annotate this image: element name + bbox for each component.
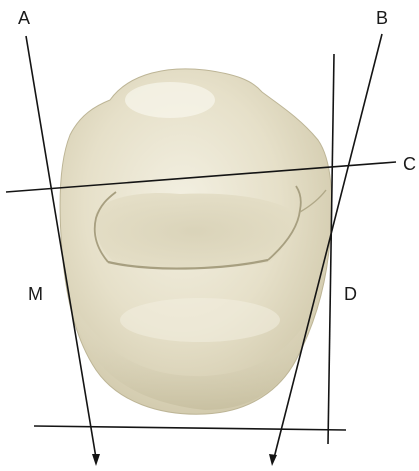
tooth-crown bbox=[60, 69, 332, 414]
central-fossa bbox=[95, 193, 293, 269]
arrowhead-b bbox=[269, 454, 277, 466]
label-d: D bbox=[344, 284, 357, 304]
cusp-highlight-2 bbox=[120, 298, 280, 342]
label-m: M bbox=[28, 284, 43, 304]
label-c: C bbox=[403, 154, 416, 174]
line-bottom bbox=[34, 426, 346, 430]
arrowhead-a bbox=[92, 454, 100, 466]
label-a: A bbox=[18, 8, 30, 28]
cusp-highlight-1 bbox=[125, 82, 215, 118]
label-b: B bbox=[376, 8, 388, 28]
